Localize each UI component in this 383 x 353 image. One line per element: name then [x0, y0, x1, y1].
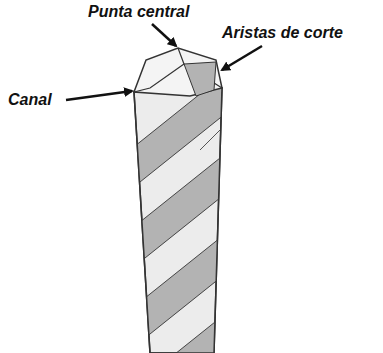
drill-tip — [134, 48, 222, 96]
part-label: Canal — [8, 91, 52, 109]
leader-line — [66, 91, 132, 100]
part-label: Punta central — [88, 3, 189, 21]
part-label: Aristas de corte — [222, 24, 343, 42]
leader-line — [152, 24, 176, 46]
leader-line — [222, 46, 262, 70]
spiral-flutes — [130, 70, 230, 353]
drill-body — [130, 70, 230, 353]
